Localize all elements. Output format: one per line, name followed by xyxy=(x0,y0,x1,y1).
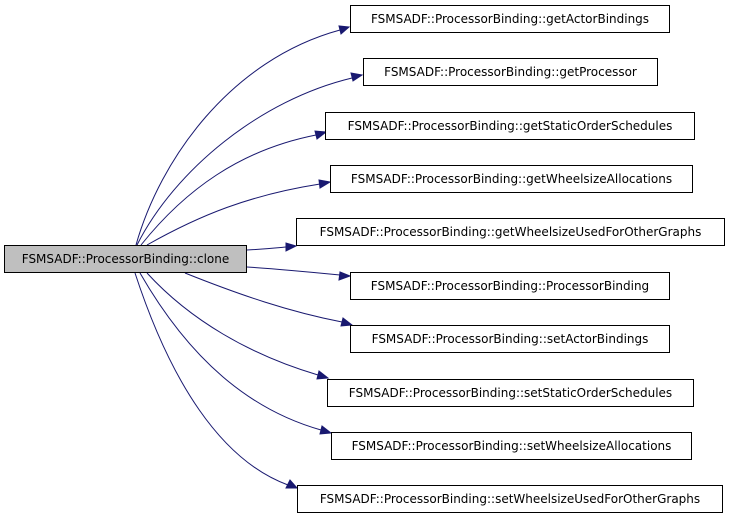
node-get-processor-label: FSMSADF::ProcessorBinding::getProcessor xyxy=(384,65,637,79)
call-edge-arrowhead-9 xyxy=(319,425,333,435)
call-edge-7 xyxy=(184,272,343,323)
call-edge-arrowhead-1 xyxy=(338,25,351,35)
node-get-actor-bindings[interactable]: FSMSADF::ProcessorBinding::getActorBindi… xyxy=(350,5,670,33)
node-get-actor-bindings-label: FSMSADF::ProcessorBinding::getActorBindi… xyxy=(371,12,649,26)
call-edge-arrowhead-7 xyxy=(340,317,354,327)
node-get-wheelsize-allocations[interactable]: FSMSADF::ProcessorBinding::getWheelsizeA… xyxy=(330,165,693,193)
call-edge-6 xyxy=(246,266,341,276)
call-edges xyxy=(134,25,364,489)
call-edge-2 xyxy=(136,77,353,246)
node-set-wheelsize-used-for-other-graphs[interactable]: FSMSADF::ProcessorBinding::setWheelsizeU… xyxy=(297,485,723,513)
node-set-static-order-schedules[interactable]: FSMSADF::ProcessorBinding::setStaticOrde… xyxy=(327,379,694,407)
node-get-static-order-schedules-label: FSMSADF::ProcessorBinding::getStaticOrde… xyxy=(348,119,673,133)
node-set-wheelsize-used-for-other-graphs-label: FSMSADF::ProcessorBinding::setWheelsizeU… xyxy=(320,492,700,506)
node-processor-binding[interactable]: FSMSADF::ProcessorBinding::ProcessorBind… xyxy=(350,272,670,300)
call-edge-arrowhead-8 xyxy=(316,370,330,380)
node-set-wheelsize-allocations-label: FSMSADF::ProcessorBinding::setWheelsizeA… xyxy=(352,439,672,453)
call-edge-arrowhead-10 xyxy=(285,479,299,489)
node-get-wheelsize-used-for-other-graphs[interactable]: FSMSADF::ProcessorBinding::getWheelsizeU… xyxy=(296,218,725,246)
call-edge-4 xyxy=(146,183,321,246)
node-processor-binding-label: FSMSADF::ProcessorBinding::ProcessorBind… xyxy=(371,279,649,293)
node-clone-label: FSMSADF::ProcessorBinding::clone xyxy=(22,252,230,266)
call-edge-arrowhead-4 xyxy=(318,179,332,189)
node-set-actor-bindings-label: FSMSADF::ProcessorBinding::setActorBindi… xyxy=(372,332,649,346)
call-edge-5 xyxy=(246,246,287,251)
call-edge-8 xyxy=(146,272,319,376)
node-get-static-order-schedules[interactable]: FSMSADF::ProcessorBinding::getStaticOrde… xyxy=(325,112,695,140)
node-set-static-order-schedules-label: FSMSADF::ProcessorBinding::setStaticOrde… xyxy=(349,386,672,400)
call-edge-3 xyxy=(140,134,317,246)
call-edge-arrowhead-6 xyxy=(338,271,352,281)
call-edge-arrowhead-5 xyxy=(285,242,298,252)
call-edge-10 xyxy=(134,272,289,486)
node-get-wheelsize-used-for-other-graphs-label: FSMSADF::ProcessorBinding::getWheelsizeU… xyxy=(320,225,702,239)
call-edge-arrowhead-2 xyxy=(350,72,364,82)
call-edge-arrowhead-3 xyxy=(314,130,328,140)
node-set-wheelsize-allocations[interactable]: FSMSADF::ProcessorBinding::setWheelsizeA… xyxy=(331,432,692,460)
node-get-processor[interactable]: FSMSADF::ProcessorBinding::getProcessor xyxy=(363,58,658,86)
call-edge-1 xyxy=(135,29,341,246)
node-get-wheelsize-allocations-label: FSMSADF::ProcessorBinding::getWheelsizeA… xyxy=(351,172,672,186)
node-set-actor-bindings[interactable]: FSMSADF::ProcessorBinding::setActorBindi… xyxy=(350,325,670,353)
call-edge-9 xyxy=(139,272,322,431)
node-clone[interactable]: FSMSADF::ProcessorBinding::clone xyxy=(4,245,247,273)
